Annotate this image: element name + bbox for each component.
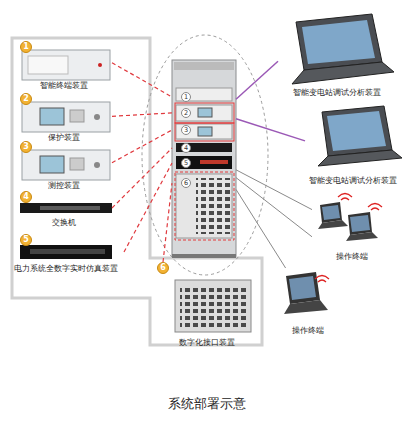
terminal-label: 操作终端 (276, 326, 340, 336)
rack-callout: 3 (181, 125, 191, 135)
rack-screen (198, 108, 212, 117)
callout-number: 3 (20, 141, 32, 153)
laptop-lid (320, 202, 342, 223)
device-item: 3 测控装置 (16, 140, 112, 194)
wifi-symbol (368, 204, 382, 211)
switch-ports (40, 206, 100, 210)
interface-ports (180, 285, 246, 327)
device-case (22, 102, 110, 132)
connector-line (236, 189, 286, 268)
device-item: 2 保护装置 (16, 92, 112, 146)
rack-callout: 5 (181, 158, 191, 168)
panel-outline (12, 38, 262, 345)
analyzer-laptop: 智能变电站调试分析装置 (305, 104, 400, 186)
switch-body (20, 203, 112, 213)
wifi-symbol (338, 194, 352, 201)
device-label: 交换机 (16, 218, 112, 228)
callout-number: 4 (20, 191, 32, 203)
device-item: 4 交换机 (16, 190, 112, 230)
simulator-strip (30, 249, 105, 254)
highlight-frame (175, 123, 234, 141)
device-item: 5 电力系统全数字实时仿真装置 (8, 234, 124, 274)
device-case (22, 50, 110, 80)
interface-device: 6 数字化接口装置 (157, 262, 257, 350)
laptop-lid (286, 272, 320, 304)
device-item: 1 智能终端装置 (16, 40, 112, 94)
callout-number: 2 (20, 93, 32, 105)
device-label: 测控装置 (16, 181, 112, 191)
rack-unit (176, 105, 232, 121)
connector-line (112, 113, 172, 116)
wifi-symbol (315, 276, 329, 283)
diagram-caption: 系统部署示意 (0, 396, 413, 412)
device-led (98, 63, 102, 67)
rack-cabinet: 1 2 3 4 5 6 (172, 60, 236, 256)
rack-screen (198, 127, 212, 136)
laptop-base (318, 150, 402, 166)
device-panel (28, 56, 68, 74)
connector-line (112, 63, 172, 97)
rack-unit (176, 124, 232, 139)
device-knob (94, 114, 100, 120)
analyzer-laptop: 智能变电站调试分析装置 (278, 14, 396, 100)
rack-top (174, 62, 234, 70)
rack-leds (200, 160, 228, 164)
connector-line (236, 119, 305, 141)
callout-number: 1 (20, 41, 32, 53)
device-screen (40, 156, 64, 173)
laptop-screen (327, 111, 386, 151)
interface-case (175, 280, 251, 332)
laptop-lid (296, 14, 382, 70)
laptop-screen (322, 205, 340, 220)
rack-interface (176, 174, 232, 238)
device-label: 智能终端装置 (16, 81, 112, 91)
highlight-frame (175, 103, 234, 123)
rack-callout: 1 (181, 92, 191, 102)
laptop-screen (302, 20, 375, 64)
laptop-base (346, 232, 378, 241)
highlight-frame (175, 172, 234, 240)
device-knob (94, 162, 100, 168)
device-label: 数字化接口装置 (157, 338, 257, 348)
simulator-body (20, 245, 112, 259)
rack-callout: 2 (181, 108, 191, 118)
rack-callout: 4 (181, 143, 191, 153)
operator-terminal: 操作终端 (312, 196, 392, 264)
rack-unit (176, 88, 232, 101)
connector-line (236, 170, 312, 210)
rack-callout: 6 (181, 178, 191, 188)
connector-line (112, 148, 172, 208)
laptop-screen (350, 215, 370, 232)
rack-switch (176, 143, 232, 152)
connector-line (163, 183, 172, 262)
operator-terminal: 操作终端 (276, 268, 340, 336)
terminal-label: 操作终端 (312, 252, 392, 262)
rack-ports (196, 178, 230, 234)
rack-simulator (176, 156, 232, 169)
laptop-lid (348, 212, 372, 235)
device-screen (40, 108, 64, 125)
laptop-base (284, 300, 328, 314)
device-label: 电力系统全数字实时仿真装置 (8, 264, 124, 274)
connector-line (124, 163, 172, 252)
device-keys (70, 158, 84, 170)
device-label: 保护装置 (16, 133, 112, 143)
laptop-label: 智能变电站调试分析装置 (278, 88, 396, 98)
callout-number: 6 (157, 262, 169, 274)
laptop-lid (322, 106, 392, 156)
dashed-ellipse (142, 35, 268, 275)
laptop-label: 智能变电站调试分析装置 (305, 176, 400, 186)
device-case (22, 150, 110, 180)
laptop-screen (289, 276, 316, 300)
connector-line (236, 61, 278, 99)
device-keys (70, 110, 84, 122)
rack-cabinet (172, 60, 236, 256)
laptop-base (292, 62, 394, 84)
rack-base (172, 254, 236, 258)
callout-number: 5 (20, 234, 32, 246)
laptop-base (318, 220, 348, 229)
